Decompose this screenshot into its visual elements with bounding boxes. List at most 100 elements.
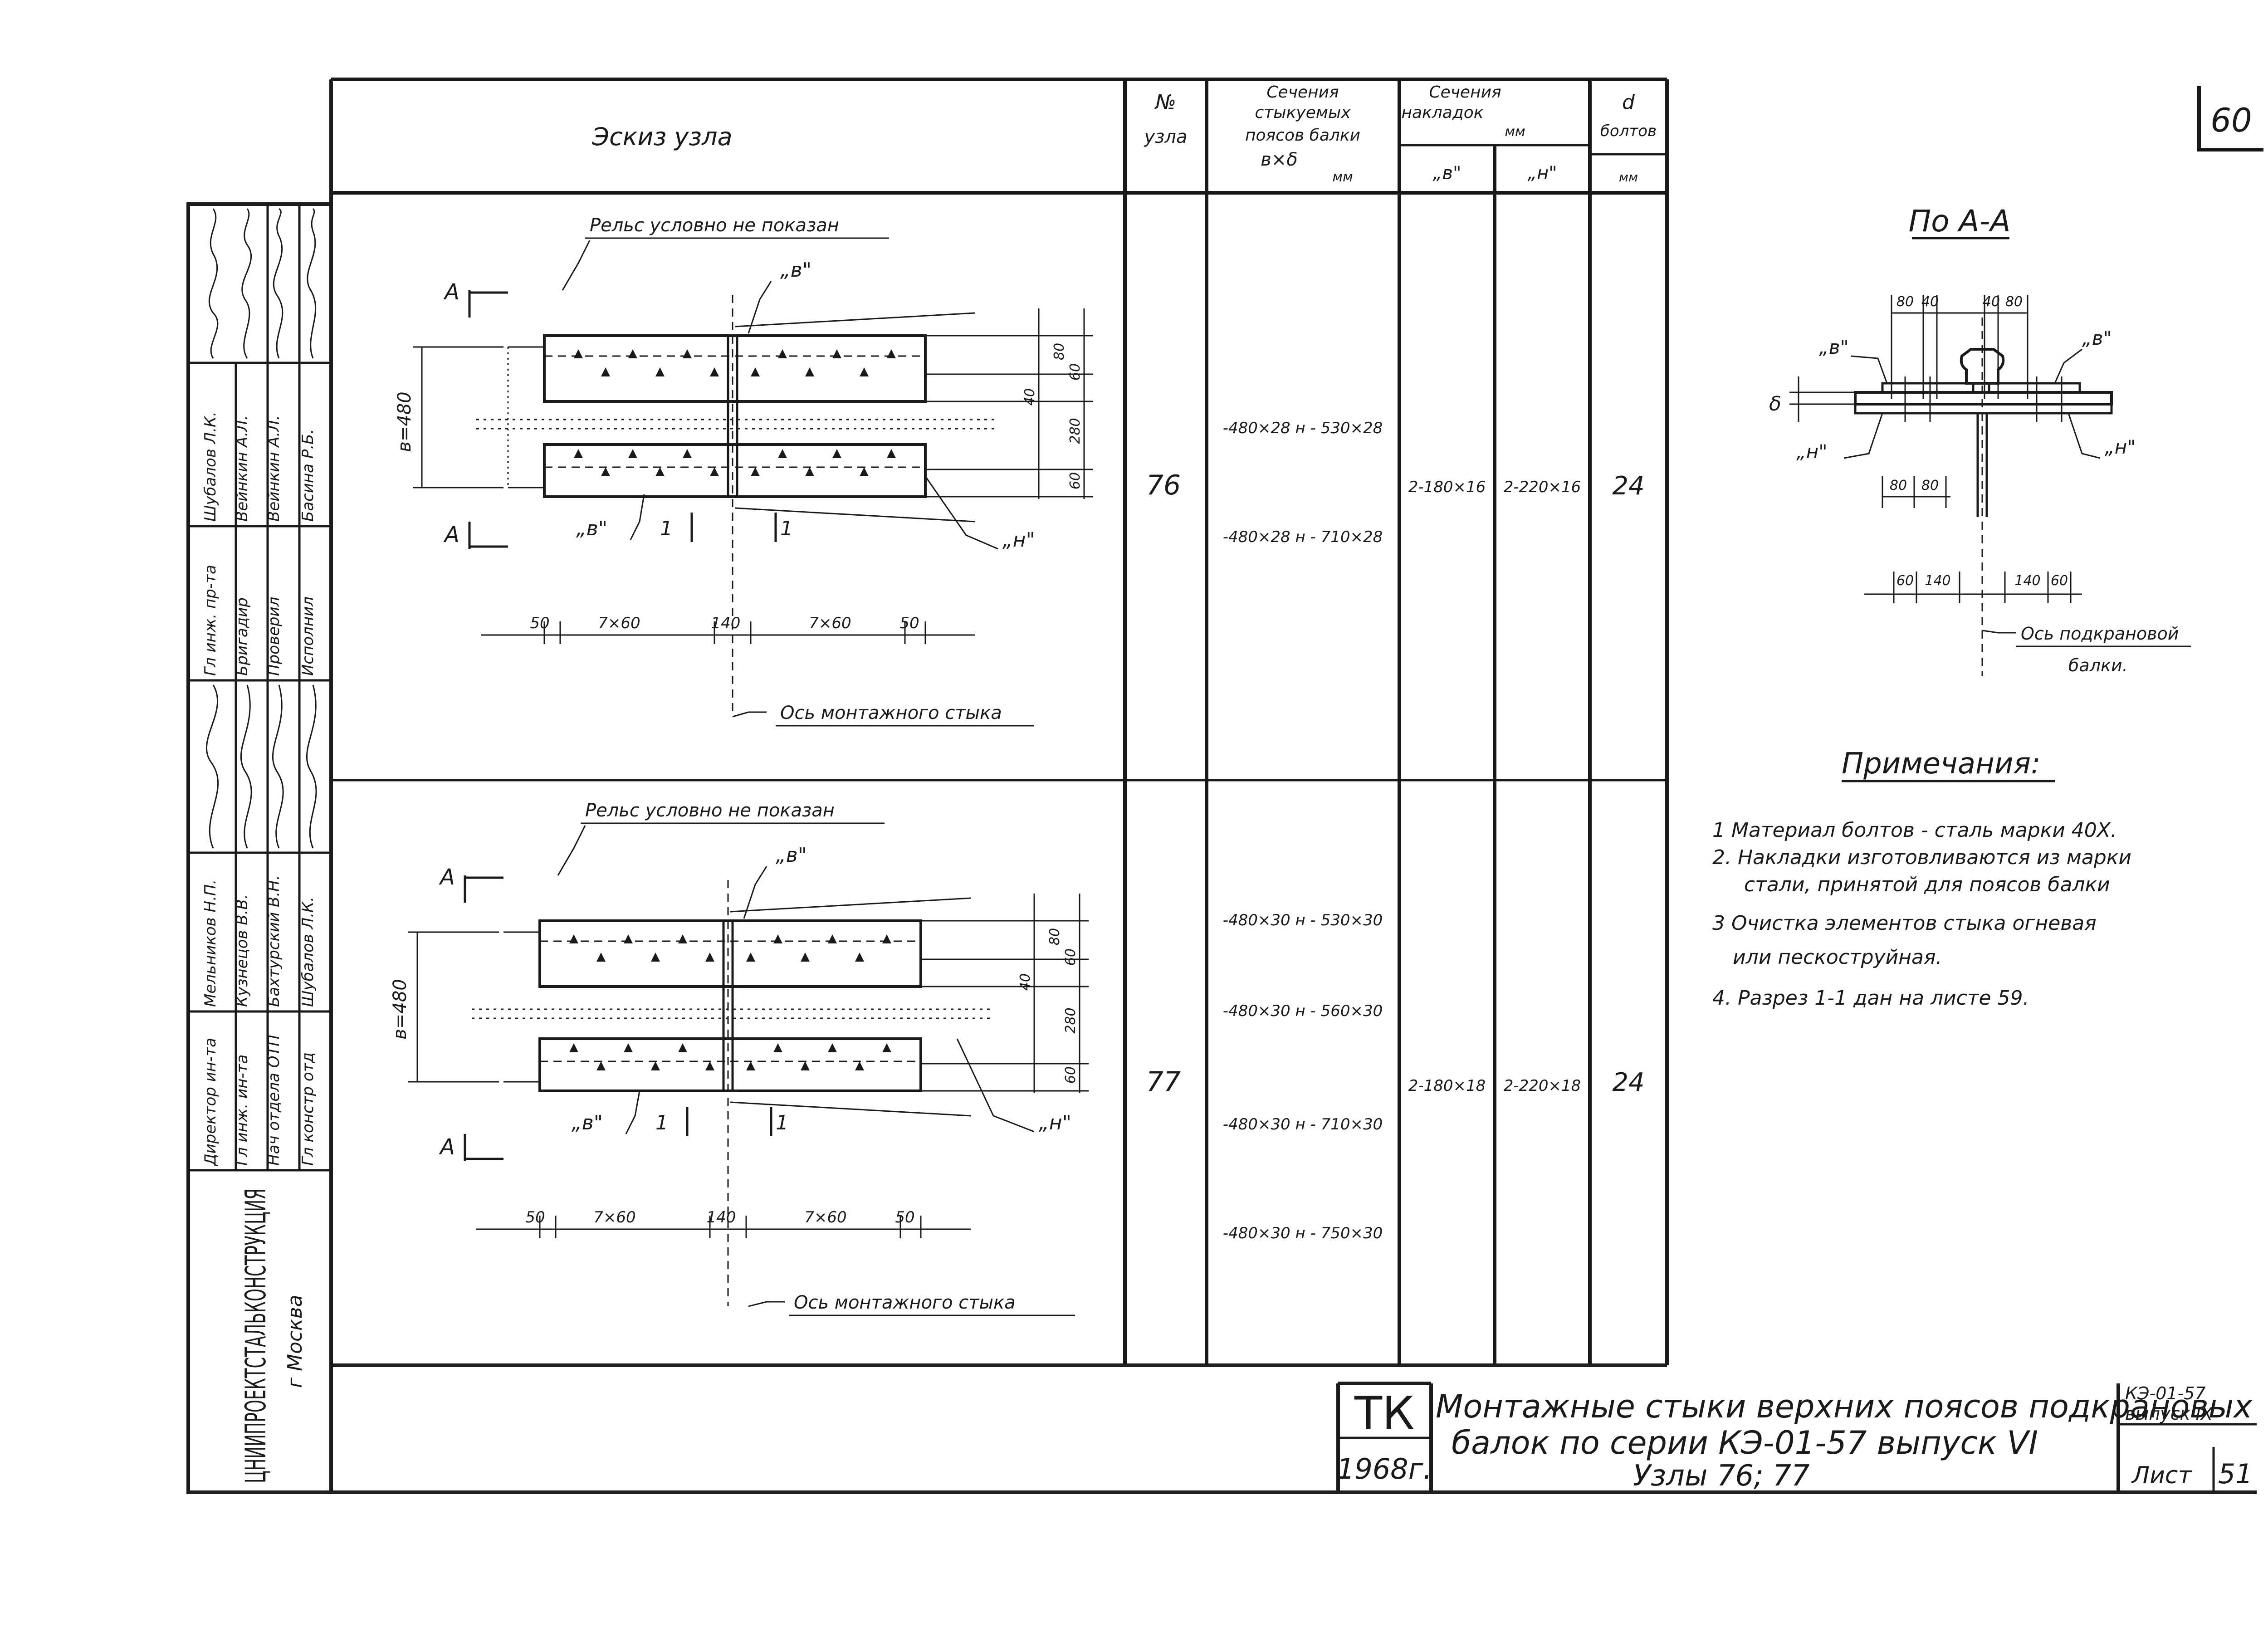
axis-note: Ось монтажного стыка <box>794 1292 1016 1313</box>
plate-label-n: „н" <box>1039 1111 1071 1134</box>
role: Нач отдела ОТП <box>265 1035 283 1166</box>
title-block: ТК 1968г. Монтажные стыки верхних поясов… <box>1336 1382 2257 1493</box>
role: Директор ин-та <box>201 1038 220 1167</box>
row-node: 77 <box>1146 1066 1181 1098</box>
row-plate-n: 2-220×16 <box>1504 478 1581 496</box>
signature-block: Директор ин-та Гл инж. ин-та Нач отдела … <box>186 202 333 1494</box>
joint-sketch-node-77: Рельс условно не показан А А „в" „в" „н"… <box>390 800 1089 1316</box>
dim-top: 80 <box>1897 294 1914 310</box>
plate-label-n: „н" <box>2105 436 2136 458</box>
dim-top: 80 <box>2005 294 2023 310</box>
role: Исполнил <box>299 596 317 676</box>
axis-note: Ось монтажного стыка <box>780 703 1002 723</box>
cut-mark: 1 <box>660 517 673 540</box>
dim-right: 60 <box>1067 472 1083 489</box>
handwritten-signature <box>205 208 317 849</box>
header-col-n: „н" <box>1527 163 1557 184</box>
width-dim: в=480 <box>390 979 411 1039</box>
joint-sketch-node-76: Рельс условно не показан А А <box>394 215 1093 727</box>
header-sketch: Эскиз узла <box>591 122 732 151</box>
drawing-title: балок по серии КЭ-01-57 выпуск VI <box>1452 1424 2038 1461</box>
sheet-number: 60 <box>2210 101 2252 139</box>
role: Бригадир <box>233 597 251 676</box>
section-mark: А <box>439 865 455 890</box>
header-node-label: узла <box>1144 127 1187 147</box>
rail-note: Рельс условно не показан <box>585 800 835 821</box>
dim-bottom: 7×60 <box>809 614 851 632</box>
header-section-3: поясов балки <box>1245 126 1360 145</box>
header-bolt-label: болтов <box>1600 122 1657 140</box>
org-name: ЦНИИПРОЕКТСТАЛЬКОНСТРУКЦИЯ <box>239 1188 272 1483</box>
name: Мельников Н.П. <box>201 879 220 1007</box>
note-item: 4. Разрез 1-1 дан на листе 59. <box>1712 987 2029 1010</box>
header-plates-2: накладок <box>1401 103 1483 122</box>
plate-label-v: „в" <box>1819 336 1849 358</box>
header-bolt-unit: мм <box>1619 170 1638 185</box>
main-frame <box>329 78 2257 1494</box>
note-item: или пескоструйная. <box>1733 946 1942 969</box>
plate-label-v: „в" <box>576 517 607 540</box>
sheet-number-bottom: 51 <box>2218 1458 2253 1490</box>
role: Гл констр отд <box>299 1052 317 1166</box>
section-mark: А <box>439 1134 455 1160</box>
note-item: 3 Очистка элементов стыка огневая <box>1712 912 2097 935</box>
role: Гл инж. пр-та <box>201 565 220 676</box>
header-plates-unit: мм <box>1505 124 1525 140</box>
dim-bottom: 60 <box>1897 573 1914 589</box>
header-section-1: Сечения <box>1266 83 1339 102</box>
row-section: -480×30 н - 750×30 <box>1223 1224 1383 1242</box>
sheet-label: Лист <box>2131 1462 2192 1489</box>
dim-right: 80 <box>1047 928 1063 945</box>
section-view-a-a: По А-А 80 40 40 80 δ „в" <box>1769 204 2191 676</box>
city: г Москва <box>284 1295 307 1388</box>
dim-bottom: 50 <box>525 1208 545 1226</box>
bolt-row <box>569 934 891 1070</box>
cut-mark: 1 <box>776 1111 788 1134</box>
bolt-row <box>574 349 896 476</box>
note-item: стали, принятой для поясов балки <box>1744 873 2110 896</box>
plate-label-v: „в" <box>776 844 807 867</box>
name: Бахтурский В.Н. <box>265 875 283 1007</box>
row-section: -480×30 н - 560×30 <box>1223 1002 1383 1020</box>
dim-bottom: 50 <box>899 614 919 632</box>
dim-right: 280 <box>1067 418 1083 444</box>
name: Шубалов Л.К. <box>201 411 220 522</box>
year: 1968г. <box>1337 1452 1432 1485</box>
row-node: 76 <box>1146 469 1181 501</box>
drawing-subtitle: Узлы 76; 77 <box>1633 1459 1810 1493</box>
dim-bottom: 60 <box>2051 573 2068 589</box>
tk-code: ТК <box>1354 1387 1414 1440</box>
name: Кузнецов В.В. <box>233 894 251 1007</box>
dim-right: 280 <box>1063 1007 1079 1033</box>
dim-bottom: 7×60 <box>804 1208 846 1226</box>
dim-right: 80 <box>1051 343 1067 360</box>
row-section: -480×28 н - 710×28 <box>1223 528 1383 546</box>
section-title: По А-А <box>1908 204 2010 239</box>
dim-mid: 80 <box>1921 478 1939 493</box>
header-section-2: стыкуемых <box>1255 103 1351 122</box>
name: Басина Р.Б. <box>299 429 317 522</box>
series-issue: выпуск IX <box>2125 1404 2213 1424</box>
dim-bottom: 140 <box>707 1208 736 1226</box>
row-section: -480×30 н - 530×30 <box>1223 911 1383 929</box>
header-col-v: „в" <box>1433 163 1461 184</box>
drawing-title: Монтажные стыки верхних поясов подкранов… <box>1436 1388 2253 1425</box>
plate-label-n: „н" <box>1002 528 1035 552</box>
sheet-number-box: 60 <box>2197 86 2263 151</box>
cut-mark: 1 <box>655 1111 668 1134</box>
role: Гл инж. ин-та <box>233 1055 251 1166</box>
name: Вейнкин А.Л. <box>265 415 283 522</box>
header-section-4: в×δ <box>1261 149 1298 170</box>
dim-bottom: 7×60 <box>593 1208 635 1226</box>
width-dim: в=480 <box>394 391 415 452</box>
table-header: Эскиз узла № узла Сечения стыкуемых пояс… <box>591 83 1657 185</box>
plate-label-n: „н" <box>1796 440 1828 463</box>
role: Проверил <box>265 597 283 676</box>
note-item: 1 Материал болтов - сталь марки 40Х. <box>1712 819 2117 842</box>
axis-note-1: Ось подкрановой <box>2021 624 2179 644</box>
dim-right: 40 <box>1017 973 1033 991</box>
cut-mark: 1 <box>780 517 793 540</box>
dim-bottom: 140 <box>1925 573 1950 589</box>
rail-note: Рельс условно не показан <box>590 215 839 236</box>
